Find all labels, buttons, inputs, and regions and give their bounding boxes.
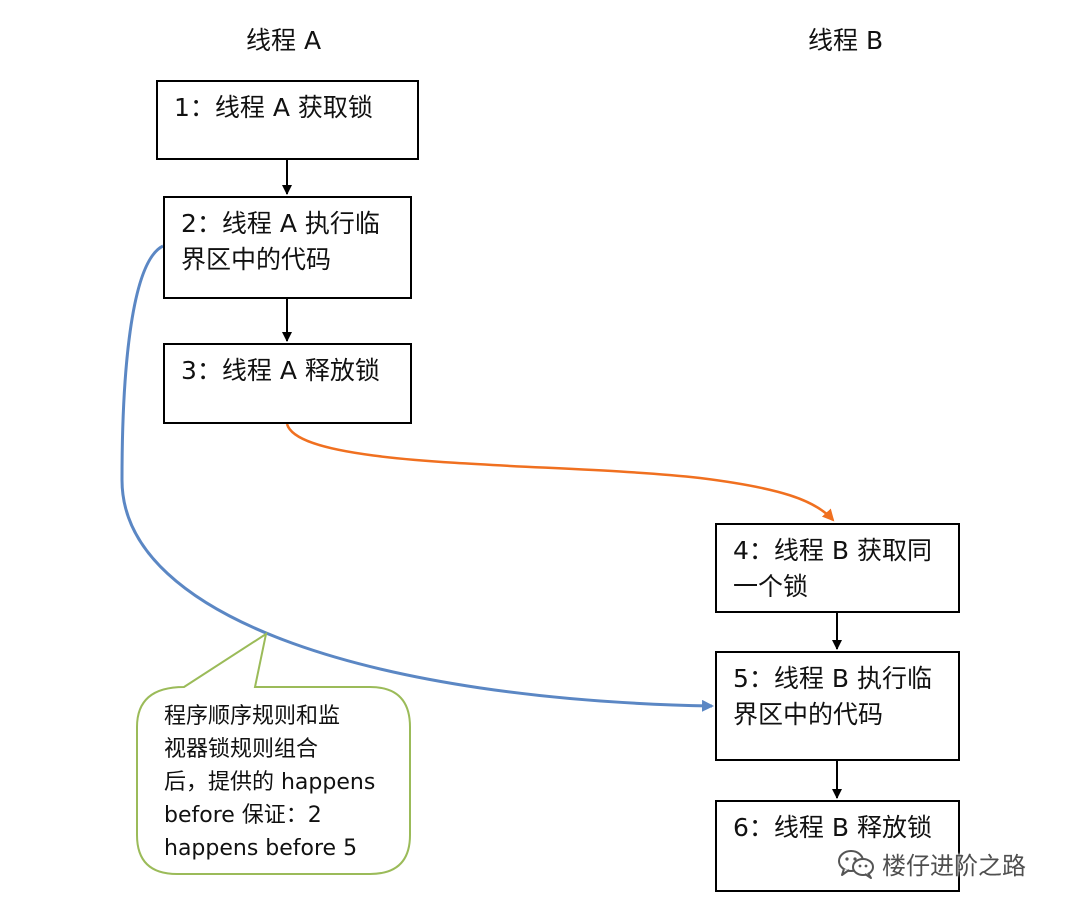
step-5-line-1: 5：线程 B 执行临 bbox=[733, 664, 932, 693]
watermark: 楼仔进阶之路 bbox=[836, 846, 1026, 881]
callout-bubble bbox=[136, 631, 411, 875]
edge-hb-2-to-5 bbox=[120, 244, 714, 712]
callout-line-3: 后，提供的 happens bbox=[164, 770, 376, 795]
step-4-box: 4：线程 B 获取同 一个锁 bbox=[715, 523, 960, 613]
step-4-line-2: 一个锁 bbox=[733, 572, 809, 601]
step-4-line-1: 4：线程 B 获取同 bbox=[733, 536, 932, 565]
callout-line-1: 程序顺序规则和监 bbox=[164, 704, 341, 729]
callout-text: 程序顺序规则和监 视器锁规则组合 后，提供的 happens before 保证… bbox=[164, 700, 375, 865]
callout-line-4: before 保证：2 bbox=[164, 803, 322, 828]
step-6-box: 6：线程 B 释放锁 bbox=[715, 800, 960, 892]
wechat-icon bbox=[838, 849, 874, 879]
watermark-text: 楼仔进阶之路 bbox=[882, 852, 1026, 880]
step-3-box: 3：线程 A 释放锁 bbox=[163, 343, 412, 424]
edge-unlock-to-lock bbox=[285, 423, 835, 522]
column-a-title: 线程 A bbox=[246, 26, 322, 55]
step-2-line-2: 界区中的代码 bbox=[181, 245, 332, 274]
step-5-line-2: 界区中的代码 bbox=[733, 700, 884, 729]
step-2-box: 2：线程 A 执行临 界区中的代码 bbox=[163, 196, 412, 299]
callout-line-2: 视器锁规则组合 bbox=[164, 737, 319, 762]
step-1-line-1: 1：线程 A 获取锁 bbox=[174, 93, 373, 122]
column-b-title: 线程 B bbox=[808, 26, 884, 55]
step-1-box: 1：线程 A 获取锁 bbox=[156, 80, 419, 160]
callout-line-5: happens before 5 bbox=[164, 836, 358, 861]
step-6-line-1: 6：线程 B 释放锁 bbox=[733, 813, 932, 842]
step-5-box: 5：线程 B 执行临 界区中的代码 bbox=[715, 651, 960, 761]
step-2-line-1: 2：线程 A 执行临 bbox=[181, 209, 380, 238]
step-3-line-1: 3：线程 A 释放锁 bbox=[181, 356, 380, 385]
